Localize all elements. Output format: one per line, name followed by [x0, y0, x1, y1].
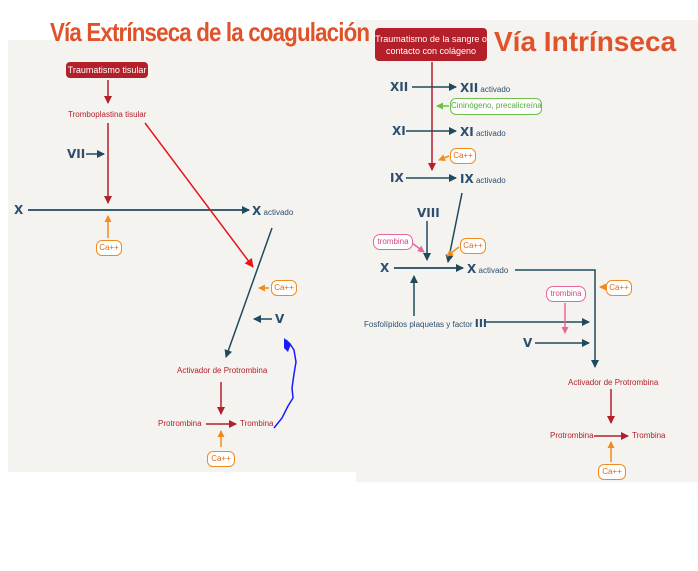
ca-badge-left-3: Ca++: [207, 451, 235, 467]
cininogeno-badge: Cininógeno, precalicreína: [450, 98, 542, 115]
factor-v-label: V: [275, 312, 285, 326]
protrombina-right: Protrombina: [550, 431, 594, 440]
factor-xi-label: XI: [392, 124, 406, 138]
feedback-arrowhead: [284, 338, 291, 352]
title-intrinsic: Vía Intrínseca: [494, 26, 677, 57]
activador-protrombina-left: Activador de Protrombina: [177, 366, 268, 375]
activador-protrombina-right: Activador de Protrombina: [568, 378, 659, 387]
ca-badge-right-2: Ca++: [460, 238, 486, 254]
trombina-left: Trombina: [240, 419, 274, 428]
trauma-tisular-box: Traumatismo tisular: [66, 62, 148, 78]
arrow-ca-r1: [438, 154, 450, 162]
ca-badge-right-3: Ca++: [606, 280, 632, 296]
protrombina-left: Protrombina: [158, 419, 202, 428]
ca-badge-right-4: Ca++: [598, 464, 626, 480]
ca-badge-right-1: Ca++: [450, 148, 476, 164]
arrow-ca-r2: [446, 246, 460, 257]
feedback-trombina-to-v: [273, 339, 297, 429]
factor-xii-label: XII: [390, 80, 409, 94]
x-activado-label: X activado: [252, 204, 294, 218]
factor-ix-label: IX: [390, 171, 404, 185]
factor-vii-label: VII: [67, 147, 86, 161]
factor-v-right-label: V: [523, 336, 533, 350]
arrow-ix-act-down: [445, 192, 463, 263]
trombina-right: Trombina: [632, 431, 666, 440]
arrow-trombina-r1: [411, 242, 425, 253]
ix-activado-label: IX activado: [460, 172, 506, 186]
line-x-act-to-activador: [515, 269, 599, 368]
ca-badge-left-2: Ca++: [271, 280, 297, 296]
xi-activado-label: XI activado: [460, 125, 506, 139]
intrinsic-panel: [356, 20, 698, 482]
factor-viii-label: VIII: [417, 206, 440, 220]
trombina-badge-right-2: trombina: [546, 286, 586, 302]
x-activado-right-label: X activado: [467, 262, 509, 276]
xii-activado-label: XII activado: [460, 81, 511, 95]
trauma-sangre-box: Traumatismo de la sangre o contacto con …: [375, 28, 487, 61]
title-extrinsic: Vía Extrínseca de la coagulación: [50, 17, 370, 47]
extrinsic-panel: [8, 40, 356, 472]
fosfolipidos-label: Fosfolípidos plaquetas y factor III: [364, 317, 488, 330]
arrow-x-activado-to-activador: [224, 227, 273, 358]
arrow-tromboplastina-diagonal: [144, 122, 254, 268]
factor-x-right-label: X: [380, 261, 390, 275]
ca-badge-left-1: Ca++: [96, 240, 122, 256]
factor-x-label: X: [14, 203, 24, 217]
trombina-badge-right-1: trombina: [373, 234, 413, 250]
tromboplastina-label: Tromboplastina tisular: [68, 110, 147, 119]
